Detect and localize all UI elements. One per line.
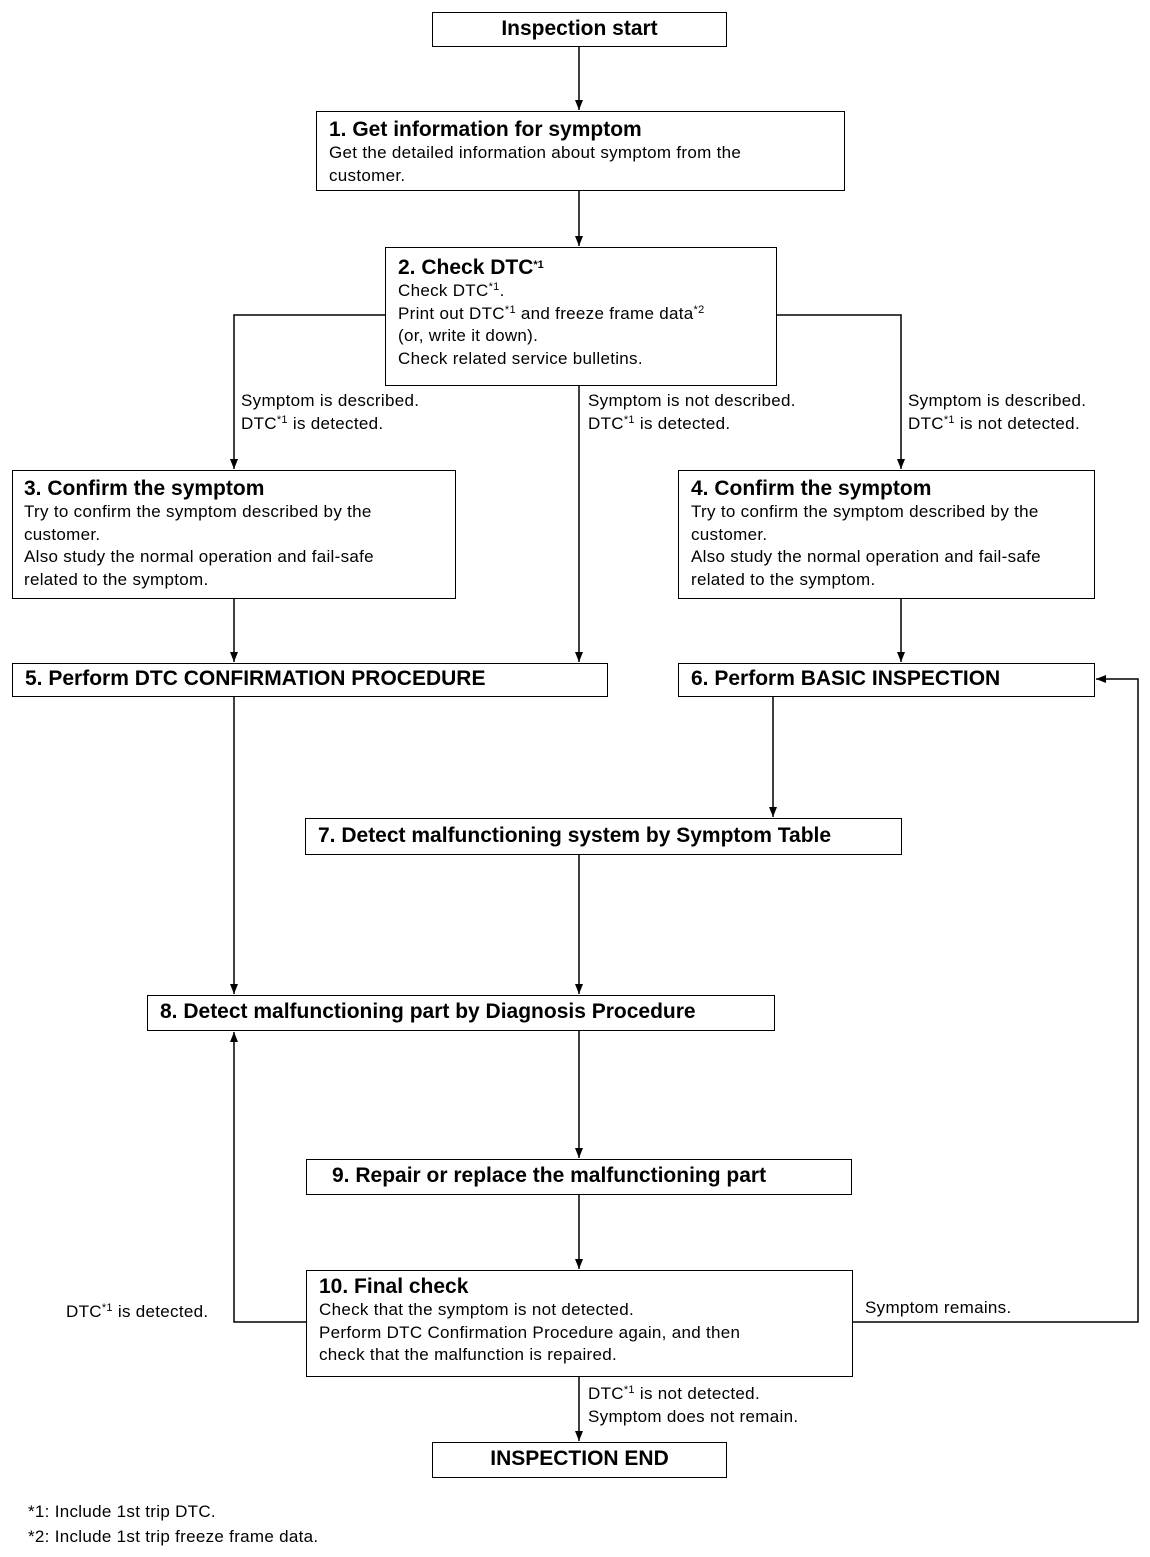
step-3-text-2: customer. [24,524,101,544]
inspection-end-box: INSPECTION END [432,1442,727,1478]
step-7-title: 7. Detect malfunctioning system by Sympt… [318,824,832,847]
step-4-text-3: Also study the normal operation and fail… [691,547,1041,566]
step-5-title: 5. Perform DTC CONFIRMATION PROCEDURE [25,667,486,690]
step-6-title: 6. Perform BASIC INSPECTION [691,667,1001,690]
label-symptom-described-dtc-not-detected: Symptom is described. DTC*1 is not detec… [908,391,1087,433]
step-10-title: 10. Final check [319,1275,469,1298]
label-dtc-detected-loop: DTC*1 is detected. [66,1302,209,1321]
step-10-text-2: Perform DTC Confirmation Procedure again… [319,1322,741,1342]
arrow-2-to-3 [230,314,385,469]
step-4-text-1: Try to confirm the symptom described by … [691,502,1039,521]
step-9-box: 9. Repair or replace the malfunctioning … [306,1159,852,1195]
footnote-2: *2: Include 1st trip freeze frame data. [28,1527,319,1546]
step-10-text-3: check that the malfunction is repaired. [319,1345,618,1364]
step-3-text-3: Also study the normal operation and fail… [24,547,374,566]
inspection-end-title: INSPECTION END [490,1447,669,1470]
step-4-text-4: related to the symptom. [691,569,876,589]
step-1-text-1: Get the detailed information about sympt… [329,143,742,162]
arrow-10-loop-to-8 [230,1032,307,1323]
step-3-text-4: related to the symptom. [24,569,209,589]
step-10-box: 10. Final check Check that the symptom i… [306,1270,853,1377]
footnote-1: *1: Include 1st trip DTC. [28,1502,216,1521]
step-7-box: 7. Detect malfunctioning system by Sympt… [305,818,902,855]
inspection-start-title: Inspection start [501,17,658,40]
arrow-10-loop-to-6 [852,675,1139,1323]
arrow-2-to-4 [776,314,905,469]
label-symptom-remains-loop: Symptom remains. [865,1298,1012,1317]
step-1-title: 1. Get information for symptom [329,118,642,141]
step-4-title: 4. Confirm the symptom [691,477,932,500]
label-dtc-not-detected-end: DTC*1 is not detected. Symptom does not … [588,1384,799,1426]
step-2-text-3: (or, write it down). [398,326,539,345]
label-symptom-described-dtc-detected: Symptom is described. DTC*1 is detected. [241,391,420,433]
step-8-box: 8. Detect malfunctioning part by Diagnos… [147,995,775,1031]
step-8-title: 8. Detect malfunctioning part by Diagnos… [160,1000,696,1023]
step-2-title: 2. Check DTC*1 [398,256,544,279]
step-3-text-1: Try to confirm the symptom described by … [24,502,372,521]
label-symptom-not-described-dtc-detected: Symptom is not described. DTC*1 is detec… [588,391,796,433]
step-3-title: 3. Confirm the symptom [24,477,265,500]
step-3-box: 3. Confirm the symptom Try to confirm th… [12,470,456,599]
step-6-box: 6. Perform BASIC INSPECTION [678,663,1095,697]
step-10-text-1: Check that the symptom is not detected. [319,1300,635,1319]
step-4-text-2: customer. [691,524,768,544]
inspection-start-box: Inspection start [432,12,727,47]
step-2-text-1: Check DTC*1. [398,281,505,300]
step-2-text-4: Check related service bulletins. [398,348,643,368]
step-1-text-2: customer. [329,165,406,185]
step-4-box: 4. Confirm the symptom Try to confirm th… [678,470,1095,599]
step-1-box: 1. Get information for symptom Get the d… [316,111,845,191]
step-2-text-2: Print out DTC*1 and freeze frame data*2 [398,303,705,323]
step-5-box: 5. Perform DTC CONFIRMATION PROCEDURE [12,663,608,697]
step-9-title: 9. Repair or replace the malfunctioning … [332,1164,767,1187]
step-2-box: 2. Check DTC*1 Check DTC*1. Print out DT… [385,247,777,386]
